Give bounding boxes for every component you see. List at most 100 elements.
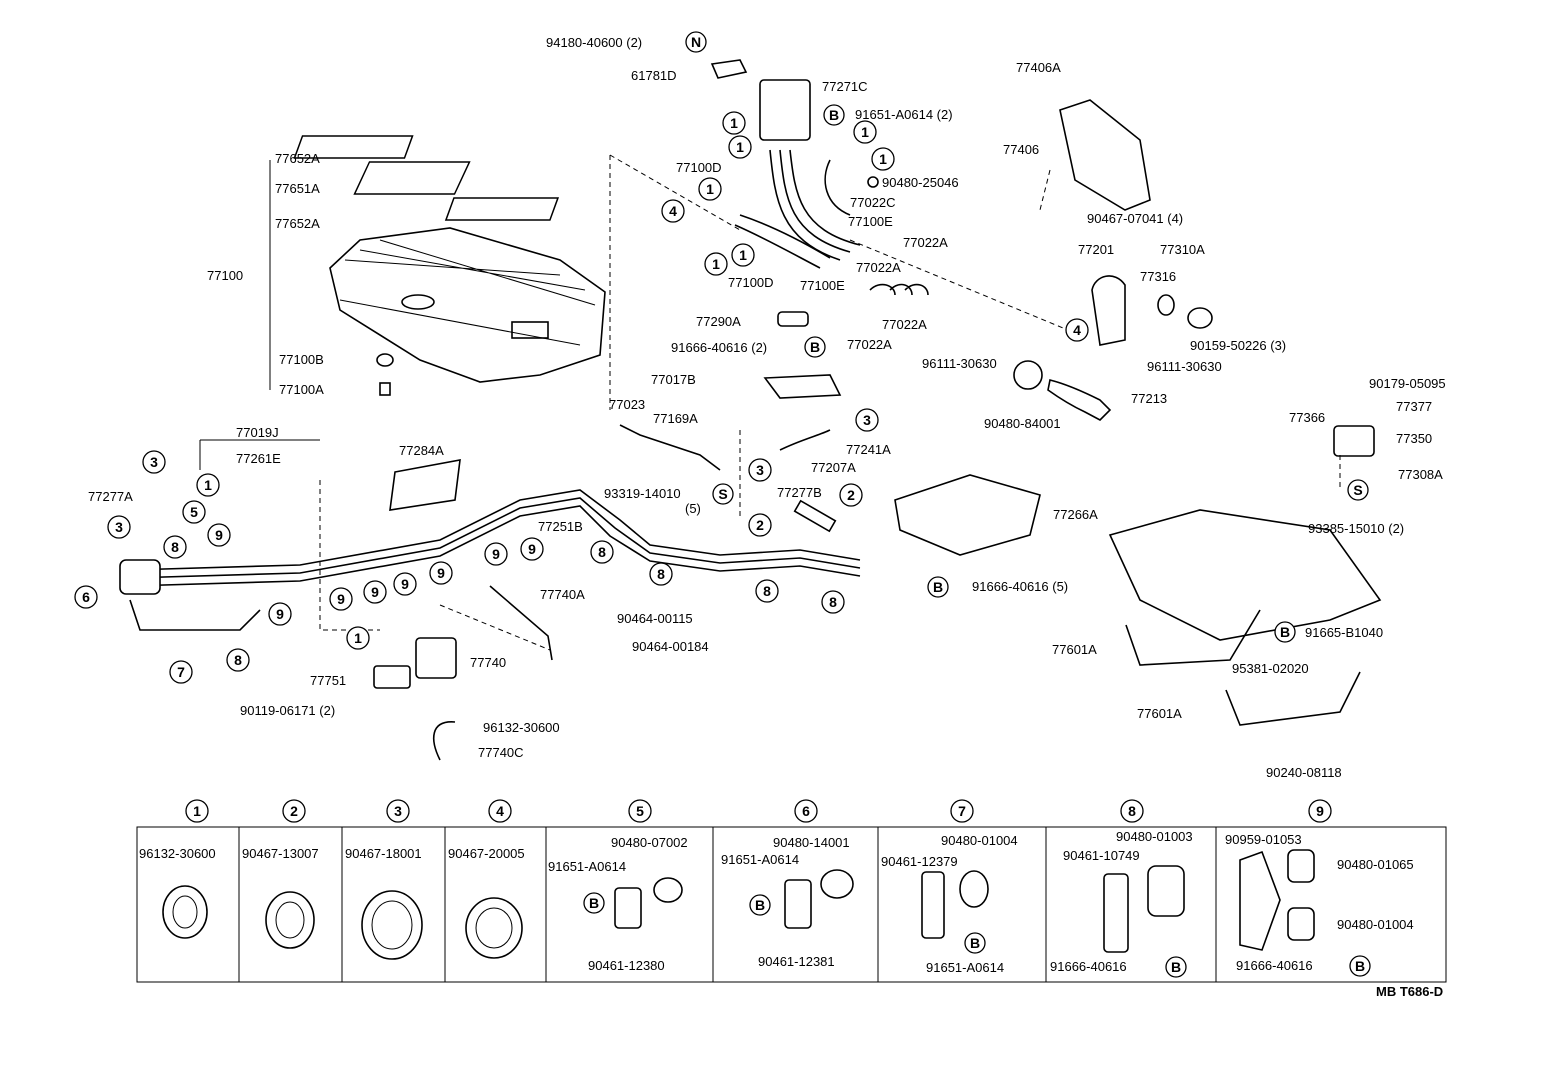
nut-90480-25046	[867, 176, 879, 188]
svg-text:1: 1	[739, 247, 747, 263]
tank-pad-middle	[353, 161, 471, 195]
callout-marker: B	[1274, 621, 1296, 643]
filler-pipe-77201	[1091, 275, 1126, 346]
svg-text:9: 9	[401, 576, 409, 592]
tank-ribs	[339, 239, 596, 346]
callout-marker: 4	[661, 199, 685, 223]
filler-neck-drawing	[1013, 99, 1375, 457]
part-label: 77266A	[1053, 507, 1098, 522]
callout-marker: 7	[169, 660, 193, 684]
svg-text:5: 5	[190, 504, 198, 520]
grommet-drawing-9b	[1287, 907, 1315, 941]
part-label: 77652A	[275, 151, 320, 166]
callout-marker: 3	[107, 515, 131, 539]
part-label: 77023	[609, 397, 645, 412]
grommet-drawing-9a	[1287, 849, 1315, 883]
callout-marker: B	[927, 576, 949, 598]
part-label: 93319-14010	[604, 486, 681, 501]
callout-marker: 2	[839, 483, 863, 507]
legend-bolt-marker: B	[1165, 956, 1187, 978]
part-label: 90179-05095	[1369, 376, 1446, 391]
hose-77740a	[489, 585, 553, 661]
legend-header-5: 5	[628, 799, 652, 823]
legend-part-number: 90461-12381	[758, 954, 835, 969]
svg-text:4: 4	[669, 203, 677, 219]
callout-marker: 4	[1065, 318, 1089, 342]
legend-part-number: 90480-01003	[1116, 829, 1193, 844]
part-label: 77100D	[676, 160, 722, 175]
part-label: 77022C	[850, 195, 896, 210]
part-label: 91666-40616 (2)	[671, 340, 767, 355]
callout-marker: 9	[329, 587, 353, 611]
part-label: 77207A	[811, 460, 856, 475]
pump-drawing	[619, 374, 842, 533]
callout-marker: 9	[268, 602, 292, 626]
legend-header-3: 3	[386, 799, 410, 823]
svg-text:3: 3	[756, 462, 764, 478]
svg-text:8: 8	[763, 583, 771, 599]
callout-marker: 8	[755, 579, 779, 603]
svg-text:B: B	[1355, 958, 1365, 974]
part-label: 90159-50226 (3)	[1190, 338, 1286, 353]
part-label: 77740A	[540, 587, 585, 602]
callout-marker: 1	[731, 243, 755, 267]
svg-text:7: 7	[958, 803, 966, 819]
part-label: 90464-00115	[617, 611, 693, 626]
drawings	[119, 59, 1382, 761]
legend-dividers	[238, 827, 1217, 982]
clamp-drawing-4	[465, 897, 523, 959]
part-label: 90119-06171 (2)	[240, 703, 335, 718]
protector-77266a	[894, 474, 1041, 556]
pipe-77100d	[734, 214, 831, 269]
legend-part-number: 90480-07002	[611, 835, 688, 850]
svg-text:9: 9	[371, 584, 379, 600]
legend-bolt-marker: B	[583, 892, 605, 914]
legend-part-number: 91666-40616	[1236, 958, 1313, 973]
legend-bolt-marker: B	[749, 894, 771, 916]
callout-marker: S	[712, 483, 734, 505]
svg-text:1: 1	[204, 477, 212, 493]
svg-text:8: 8	[171, 539, 179, 555]
gasket-77316	[1157, 294, 1175, 316]
part-label: 93385-15010 (2)	[1308, 521, 1404, 536]
svg-text:1: 1	[879, 151, 887, 167]
part-label: 77290A	[696, 314, 741, 329]
part-label: 61781D	[631, 68, 677, 83]
part-label: 77100	[207, 268, 243, 283]
fuel-line-return	[129, 497, 861, 579]
svg-text:B: B	[589, 895, 599, 911]
callout-marker: 8	[590, 540, 614, 564]
svg-text:4: 4	[496, 803, 504, 819]
grommet-drawing-7	[959, 870, 989, 908]
legend-part-number: 90461-12379	[881, 854, 958, 869]
tank-pump-plate	[511, 321, 549, 339]
group-brackets	[199, 160, 320, 470]
part-label: 77308A	[1398, 467, 1443, 482]
part-label: 77022A	[882, 317, 927, 332]
callout-marker: 1	[722, 111, 746, 135]
tank-filler-port	[401, 294, 435, 310]
grommet-drawing-8	[1147, 865, 1185, 917]
part-label: 77201	[1078, 242, 1114, 257]
tank-pad-lower	[444, 197, 560, 221]
bracket-drawing-9	[1239, 850, 1281, 951]
part-label: 94180-40600 (2)	[546, 35, 642, 50]
svg-text:1: 1	[730, 115, 738, 131]
svg-text:1: 1	[193, 803, 201, 819]
callout-marker: 3	[855, 408, 879, 432]
legend-part-number: 90467-18001	[345, 846, 422, 861]
part-label: 77169A	[653, 411, 698, 426]
svg-text:4: 4	[1073, 322, 1081, 338]
svg-text:S: S	[718, 486, 727, 502]
part-label: 77271C	[822, 79, 868, 94]
part-label: 77017B	[651, 372, 696, 387]
part-label: 77284A	[399, 443, 444, 458]
svg-text:B: B	[1171, 959, 1181, 975]
part-label: 77377	[1396, 399, 1432, 414]
callout-marker: 1	[704, 252, 728, 276]
clamp-drawing-2	[265, 891, 315, 949]
bracket-drawing-7	[921, 871, 945, 939]
clamp-legend-table: 1 2 3 4 5 6 7 8 9 96132-30600 90467-1300…	[136, 799, 1447, 983]
callout-marker: 1	[853, 120, 877, 144]
